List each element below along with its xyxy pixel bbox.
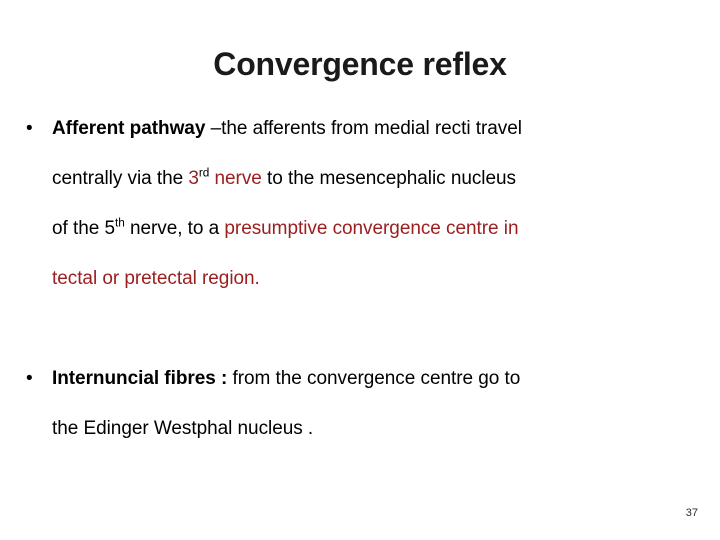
- text-run: from the convergence centre go to: [227, 368, 521, 389]
- page-title: Convergence reflex: [213, 46, 507, 82]
- bullet-block-afferent-pathway: • Afferent pathway –the afferents from me…: [0, 104, 720, 304]
- text-run: nerve: [209, 168, 262, 189]
- text-run: Internuncial fibres :: [52, 368, 228, 389]
- text-run: the Edinger Westphal nucleus .: [52, 418, 314, 439]
- text-run: of the: [52, 218, 105, 239]
- text-line: centrally via the 3rd nerve to the mesen…: [52, 154, 712, 204]
- text-run: to the mesencephalic nucleus: [261, 168, 516, 189]
- superscript-text: rd: [198, 166, 210, 180]
- text-line: of the 5th nerve, to a presumptive conve…: [52, 204, 712, 254]
- text-run: 3: [188, 168, 199, 189]
- text-run: –the afferents from medial recti travel: [205, 118, 522, 139]
- text-run: tectal or pretectal region.: [52, 268, 260, 289]
- bullet-marker-icon: •: [26, 118, 33, 139]
- bullet-block-internuncial-fibres: • Internuncial fibres : from the converge…: [0, 354, 720, 454]
- text-run: nerve, to a: [124, 218, 225, 239]
- page-number: 37: [685, 507, 698, 519]
- text-run: centrally via the: [52, 168, 189, 189]
- text-run: Afferent pathway: [52, 118, 206, 139]
- text-run: presumptive convergence centre in: [224, 218, 519, 239]
- bullet-marker-icon: •: [26, 368, 33, 389]
- text-line: Afferent pathway –the afferents from med…: [52, 104, 712, 154]
- text-line: the Edinger Westphal nucleus .: [52, 404, 712, 454]
- text-line: Internuncial fibres : from the convergen…: [52, 354, 712, 404]
- text-line: tectal or pretectal region.: [52, 254, 712, 304]
- superscript-text: th: [115, 216, 125, 230]
- text-run: 5: [104, 218, 115, 239]
- slide-body: • Afferent pathway –the afferents from me…: [0, 104, 720, 454]
